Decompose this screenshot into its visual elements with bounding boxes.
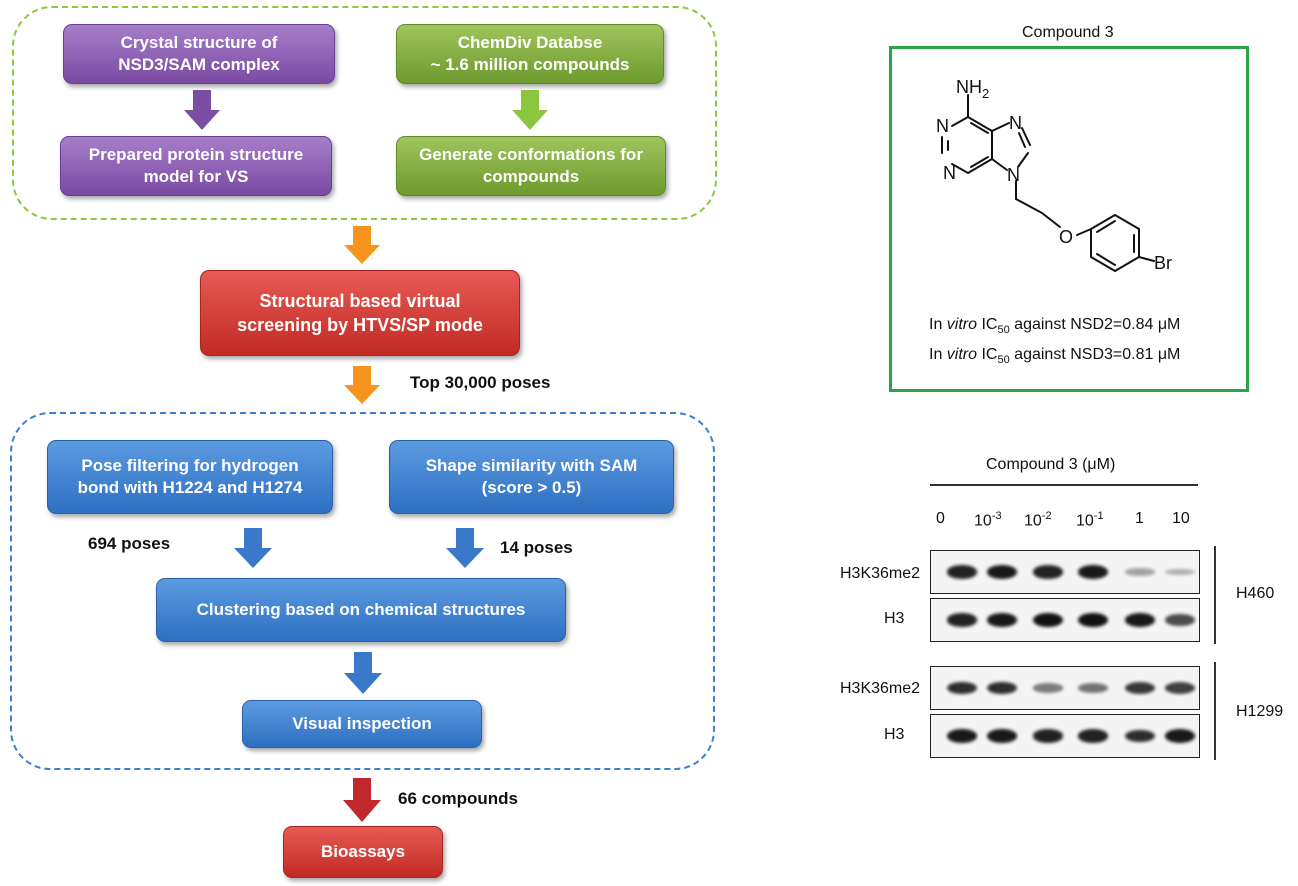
atom-nh2: NH2: [956, 77, 989, 101]
red-arrow: [343, 778, 381, 822]
blot-band: [987, 729, 1017, 743]
blot-band: [1033, 683, 1063, 693]
atom-o: O: [1059, 227, 1073, 247]
cell-line-h460: H460: [1236, 585, 1275, 602]
blot-title-underline: [930, 484, 1198, 486]
row-label-h1299-h3k36me2: H3K36me2: [840, 680, 921, 697]
cell-line-h1299: H1299: [1236, 703, 1284, 720]
atom-n3: N: [943, 163, 956, 183]
library-prep-group: [12, 6, 717, 220]
filtering-group: [10, 412, 715, 770]
dose-5: 10: [1172, 510, 1190, 527]
ic50-nsd3-text: In vitro IC50 against NSD3=0.81 μM: [929, 346, 1181, 367]
blot-band: [987, 565, 1017, 579]
blot-band: [1078, 683, 1108, 693]
pose-filtering-box: Pose filtering for hydrogen bond with H1…: [47, 440, 333, 514]
dose-1: 10-3: [974, 510, 1002, 530]
poses-694-label: 694 poses: [88, 534, 171, 553]
shape-similarity-box: Shape similarity with SAM (score > 0.5): [389, 440, 674, 514]
crystal-structure-box: Crystal structure of NSD3/SAM complex: [63, 24, 335, 84]
blot-band: [1033, 613, 1063, 627]
compound-frame: [889, 46, 1249, 392]
row-label-h460-h3k36me2: H3K36me2: [840, 565, 921, 582]
blot-band: [1078, 729, 1108, 743]
blot-band: [1125, 681, 1155, 695]
bioassays-box: Bioassays: [283, 826, 443, 878]
atom-br: Br: [1154, 253, 1172, 273]
compound-structure: NH2 N N N N O Br: [936, 77, 1172, 273]
blot-band: [1165, 682, 1195, 694]
blot-band: [1125, 568, 1155, 576]
visual-inspection-box: Visual inspection: [242, 700, 482, 748]
row-label-h1299-h3: H3: [884, 726, 905, 743]
blue-arrow-mid: [344, 652, 382, 694]
blot-band: [1125, 613, 1155, 627]
orange-arrow-1: [344, 226, 380, 264]
top-poses-label: Top 30,000 poses: [410, 373, 551, 392]
blue-arrow-left: [234, 528, 272, 568]
blot-band: [1125, 729, 1155, 743]
orange-arrow-2: [344, 366, 380, 404]
row-label-h460-h3: H3: [884, 610, 905, 627]
dose-0: 0: [936, 510, 945, 527]
clustering-box: Clustering based on chemical structures: [156, 578, 566, 642]
dose-4: 1: [1135, 510, 1144, 527]
blot-band: [1033, 565, 1063, 579]
blot-band: [1165, 729, 1195, 743]
atom-n9: N: [1007, 165, 1020, 185]
prepared-protein-box: Prepared protein structure model for VS: [60, 136, 332, 196]
blot-band: [987, 613, 1017, 627]
blot-band: [947, 681, 977, 695]
blot-band: [1078, 565, 1108, 579]
atom-n7: N: [1009, 113, 1022, 133]
h460-bracket: [1214, 546, 1216, 644]
blot-band: [947, 613, 977, 627]
h1299-bracket: [1214, 662, 1216, 760]
chemdiv-database-box: ChemDiv Databse ~ 1.6 million compounds: [396, 24, 664, 84]
atom-n1: N: [936, 116, 949, 136]
blot-band: [1033, 729, 1063, 743]
blot-band: [1165, 614, 1195, 626]
blot-band: [1078, 613, 1108, 627]
green-down-arrow: [512, 90, 548, 130]
purple-down-arrow: [184, 90, 220, 130]
generate-conformations-box: Generate conformations for compounds: [396, 136, 666, 196]
blue-arrow-right: [446, 528, 484, 568]
virtual-screening-box: Structural based virtual screening by HT…: [200, 270, 520, 356]
blot-band: [987, 681, 1017, 695]
blot-band: [947, 565, 977, 579]
dose-labels: 0 10-3 10-2 10-1 1 10: [930, 510, 1198, 532]
blot-title: Compound 3 (μM): [986, 456, 1116, 473]
dose-3: 10-1: [1076, 510, 1104, 530]
poses-14-label: 14 poses: [500, 538, 573, 557]
ic50-nsd2-text: In vitro IC50 against NSD2=0.84 μM: [929, 316, 1181, 337]
blot-band: [1165, 568, 1195, 576]
compound-title: Compound 3: [1022, 24, 1114, 41]
blot-band: [947, 729, 977, 743]
compounds-66-label: 66 compounds: [398, 789, 518, 808]
dose-2: 10-2: [1024, 510, 1052, 530]
